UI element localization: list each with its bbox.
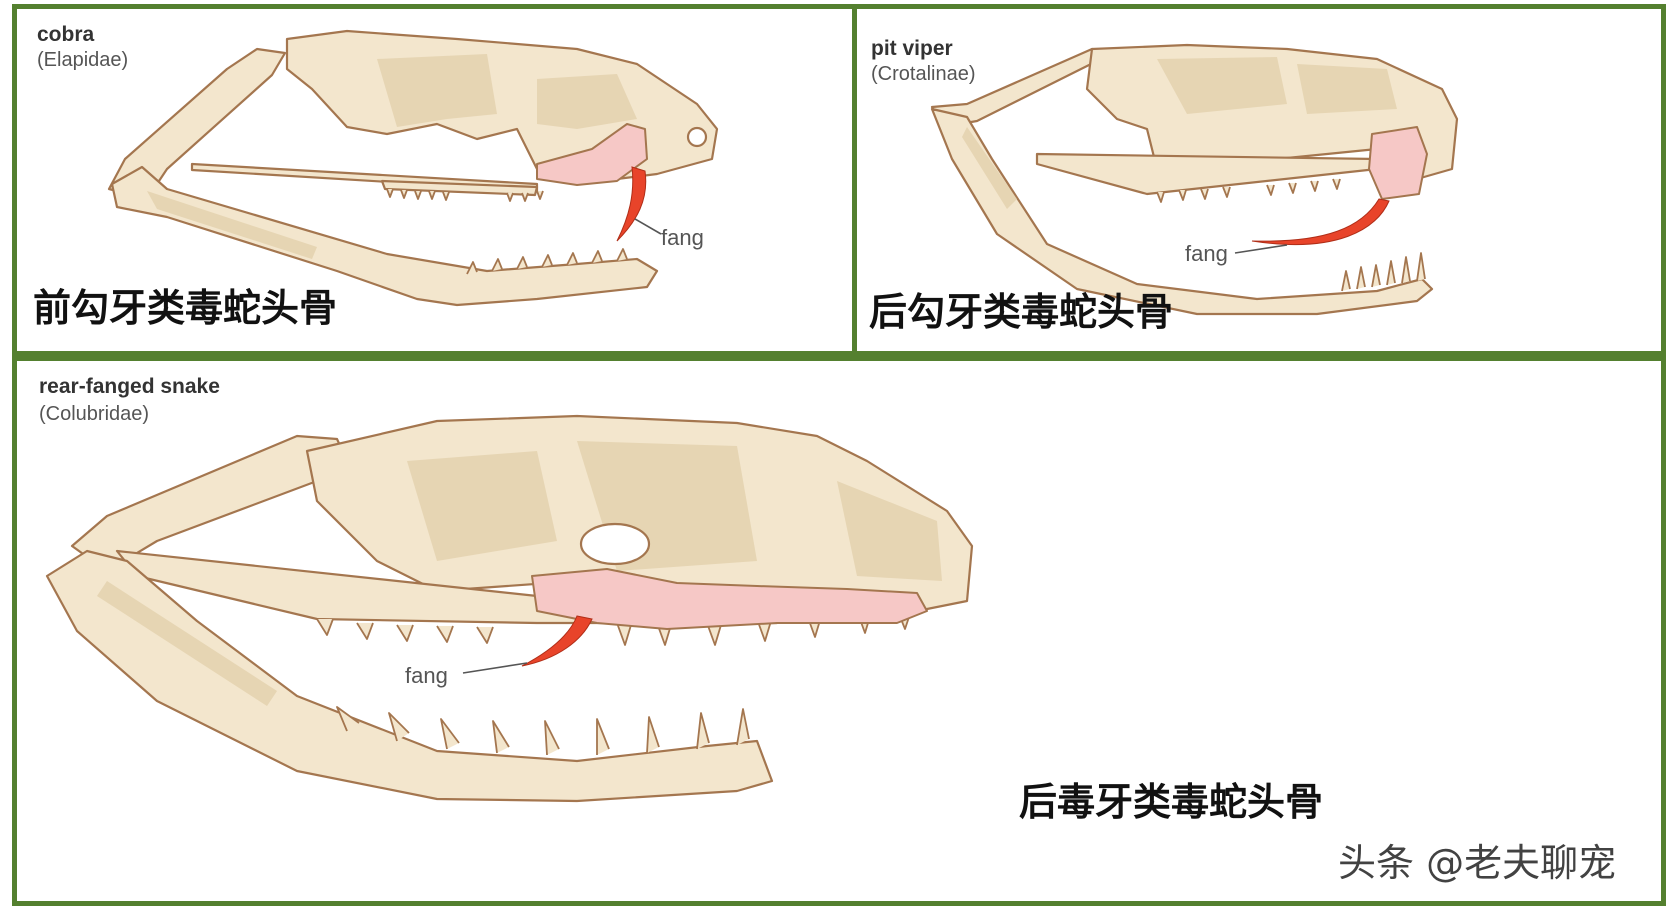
pit-viper-skull-illustration — [930, 43, 1459, 316]
fang-label: fang — [661, 225, 704, 250]
family-name: (Crotalinae) — [871, 63, 976, 85]
species-name: pit viper — [871, 37, 953, 60]
species-name: cobra — [37, 23, 95, 46]
panel-caption: 后毒牙类毒蛇头骨 — [1019, 780, 1324, 824]
panel-rear-fanged-snake: rear-fanged snake (Colubridae) fang 后毒牙类… — [12, 356, 1666, 906]
family-name: (Elapidae) — [37, 49, 129, 71]
watermark: 头条 @老夫聊宠 — [1338, 841, 1617, 885]
cobra-skull-illustration — [107, 29, 719, 307]
fang-label: fang — [1185, 241, 1228, 266]
panel-caption: 后勾牙类毒蛇头骨 — [869, 290, 1174, 334]
species-name: rear-fanged snake — [39, 375, 220, 398]
family-name: (Colubridae) — [39, 403, 150, 425]
panel-cobra: cobra (Elapidae) fang 前勾牙类毒蛇头骨 — [12, 4, 861, 356]
rear-fanged-skull-illustration — [45, 414, 974, 803]
panel-caption: 前勾牙类毒蛇头骨 — [33, 286, 338, 330]
fang-label: fang — [405, 663, 448, 688]
panel-pit-viper: pit viper (Crotalinae) fang 后勾牙类毒蛇头骨 — [852, 4, 1666, 356]
